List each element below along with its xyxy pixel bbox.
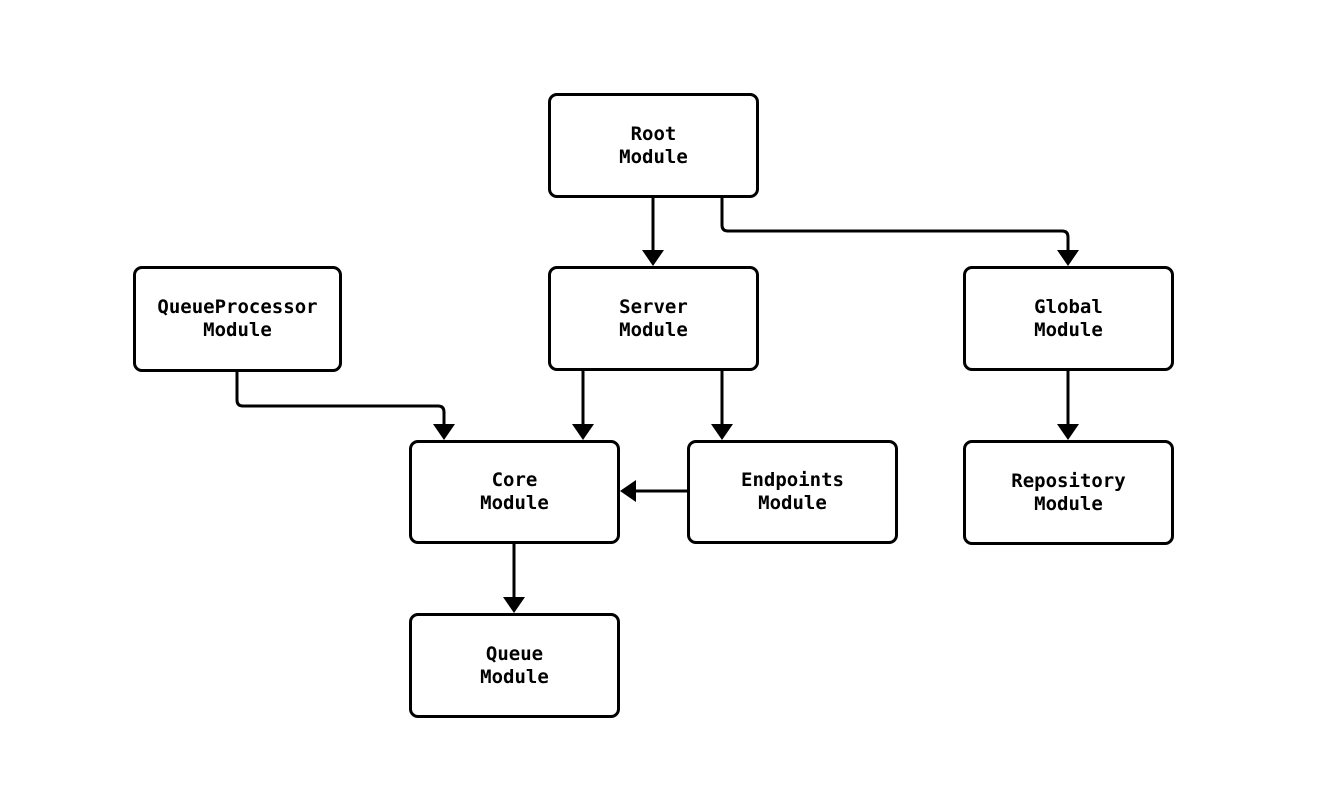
node-label-line2: Module (619, 318, 688, 341)
node-label-line2: Module (480, 665, 549, 688)
node-label-line2: Module (619, 145, 688, 168)
arrowhead-global-to-repository (1057, 424, 1079, 440)
node-label-line1: Root (630, 122, 677, 145)
node-label-line2: Module (758, 492, 827, 514)
edge-queueprocessor-to-core (235, 372, 446, 432)
arrowhead-root-to-global (1057, 250, 1079, 266)
node-label-line1: QueueProcessor (157, 296, 318, 318)
edge-root-to-global (720, 198, 1070, 258)
node-label-line2: Module (1034, 318, 1103, 341)
node-label-line1: Core (491, 469, 538, 491)
arrowhead-queueprocessor-to-core (433, 424, 455, 440)
node-label-line1: Global (1034, 295, 1103, 318)
arrowhead-server-to-endpoints (711, 424, 733, 440)
node-label-line2: Module (1034, 492, 1103, 515)
node-label-line1: Repository (1011, 469, 1126, 492)
arrowhead-server-to-core (572, 424, 594, 440)
arrowhead-endpoints-to-core (620, 480, 636, 502)
node-label-line1: Endpoints (741, 469, 844, 491)
arrowhead-root-to-server (642, 250, 664, 266)
node-label-line2: Module (203, 319, 272, 341)
arrowhead-core-to-queue (503, 597, 525, 613)
node-label-line1: Queue (485, 642, 544, 665)
node-label-line2: Module (480, 492, 549, 514)
node-label-line1: Server (619, 295, 688, 318)
